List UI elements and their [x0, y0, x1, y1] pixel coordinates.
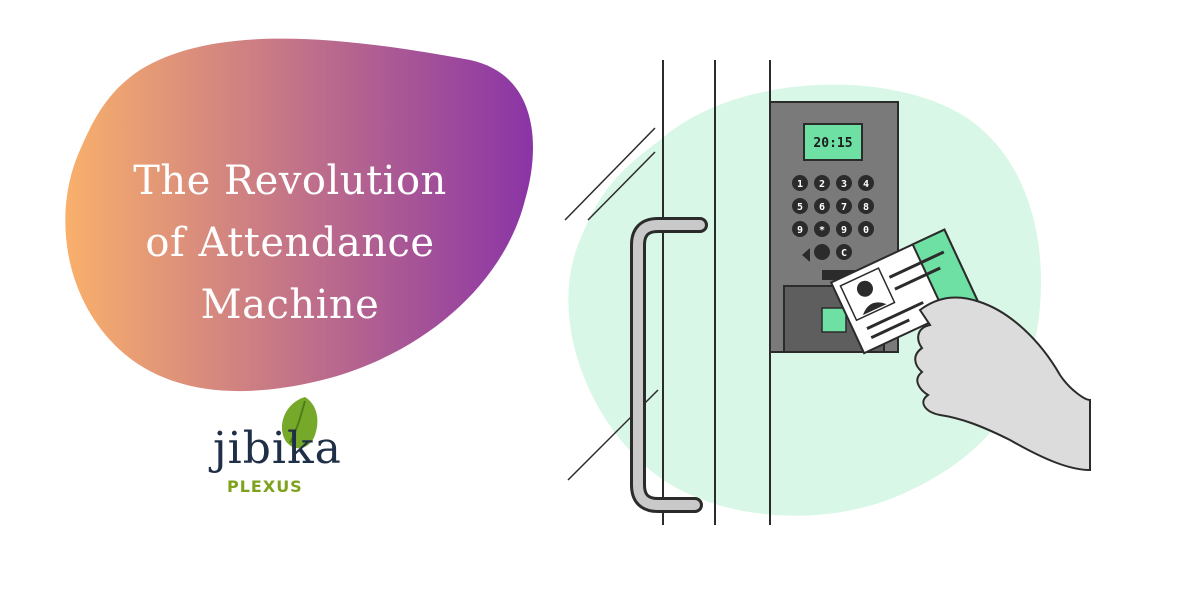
fingerprint-sensor — [821, 307, 847, 333]
device-screen-time: 20:15 — [813, 136, 852, 151]
card-slot — [822, 270, 858, 280]
key-label: C — [841, 248, 847, 259]
logo-subtitle: PLEXUS — [227, 477, 303, 496]
key-label: 6 — [819, 202, 825, 213]
keypad-key — [814, 244, 830, 260]
keypad-key — [792, 221, 808, 237]
hand — [914, 296, 1091, 472]
key-label: 0 — [863, 225, 869, 236]
headline-line-1: The Revolution — [133, 158, 447, 204]
key-label: 2 — [819, 179, 825, 190]
keypad-key — [814, 198, 830, 214]
key-label: 9 — [841, 225, 847, 236]
keypad-key — [836, 198, 852, 214]
device-screen — [803, 123, 863, 161]
id-card — [829, 228, 979, 355]
key-label: 1 — [797, 179, 803, 190]
headline: The Revolution of Attendance Machine — [100, 150, 480, 336]
keypad-key — [814, 175, 830, 191]
keypad-key — [858, 175, 874, 191]
keypad-key — [858, 221, 874, 237]
keypad-key — [836, 175, 852, 191]
keypad-key — [792, 198, 808, 214]
headline-line-2: of Attendance — [145, 220, 435, 266]
attendance-illustration: 20:15 1 2 3 4 5 6 7 8 9 * 9 0 C — [564, 60, 1091, 525]
keypad-key — [836, 244, 852, 260]
key-label: 7 — [841, 202, 847, 213]
keypad-key — [792, 175, 808, 191]
jibika-plexus-logo: jibika PLEXUS — [205, 395, 365, 505]
key-label: 5 — [797, 202, 803, 213]
keypad — [792, 175, 874, 260]
key-label: 3 — [841, 179, 847, 190]
leaf-icon — [281, 397, 318, 449]
headline-line-3: Machine — [200, 282, 380, 328]
headline-blob — [65, 38, 533, 392]
key-label: 4 — [863, 179, 869, 190]
key-label: 8 — [863, 202, 869, 213]
keypad-key — [858, 198, 874, 214]
key-label: 9 — [797, 225, 803, 236]
key-label: * — [819, 225, 825, 236]
keypad-key — [814, 221, 830, 237]
logo-word: jibika — [213, 423, 342, 474]
keypad-key — [836, 221, 852, 237]
arrow-left-icon — [802, 248, 810, 262]
